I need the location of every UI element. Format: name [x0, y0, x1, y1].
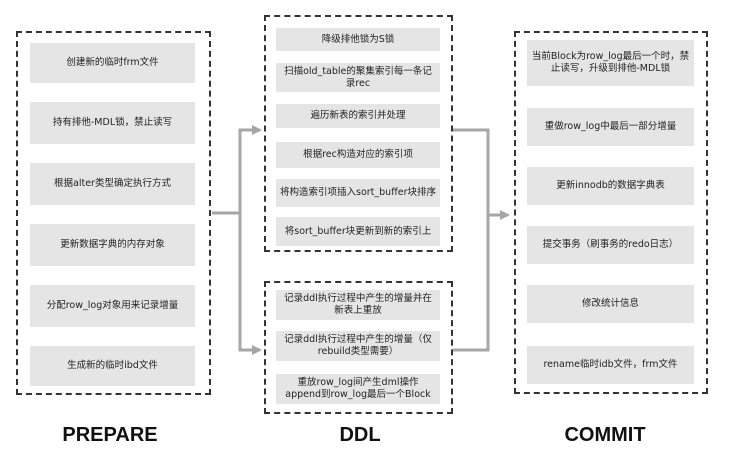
ddl-main-to-commit-connector — [453, 128, 510, 220]
prepare-step-1: 创建新的临时frm文件 — [30, 43, 195, 83]
commit-stage-label: COMMIT — [564, 424, 646, 446]
commit-panel — [514, 31, 708, 394]
ddl-step-6: 将sort_buffer块更新到新的索引上 — [276, 217, 440, 246]
prepare-to-ddl-log-connector — [238, 213, 262, 355]
ddl-step-4: 根据rec构造对应的索引项 — [276, 142, 440, 168]
ddl-log-step-1: 记录ddl执行过程中产生的增量并在新表上重放 — [276, 290, 440, 320]
prepare-step-3: 根据alter类型确定执行方式 — [30, 163, 195, 205]
commit-step-4: 提交事务（刷事务的redo日志） — [527, 226, 694, 264]
commit-step-5: 修改统计信息 — [527, 285, 694, 323]
ddl-step-2: 扫描old_table的聚集索引每一条记录rec — [276, 63, 440, 92]
prepare-panel — [16, 31, 211, 395]
ddl-stage-label: DDL — [339, 424, 381, 446]
commit-step-6: rename临时idb文件，frm文件 — [527, 346, 694, 384]
commit-step-1: 当前Block为row_log最后一个时，禁止读写，升级到排他-MDL锁 — [527, 40, 694, 86]
prepare-step-6: 生成新的临时ibd文件 — [30, 346, 195, 386]
prepare-step-5: 分配row_log对象用来记录增量 — [30, 285, 195, 327]
ddl-main-panel — [264, 15, 453, 252]
prepare-step-4: 更新数据字典的内存对象 — [30, 224, 195, 266]
ddl-log-to-commit-connector — [453, 215, 490, 352]
ddl-log-step-2: 记录ddl执行过程中产生的增量（仅rebuild类型需要） — [276, 331, 440, 361]
prepare-to-ddl-connector — [212, 125, 262, 215]
prepare-stage-label: PREPARE — [62, 424, 158, 446]
ddl-step-1: 降级排他锁为S锁 — [276, 28, 440, 51]
ddl-log-step-3: 重放row_log间产生dml操作append到row_log最后一个Block — [276, 374, 440, 404]
prepare-step-2: 持有排他-MDL锁，禁止读写 — [30, 102, 195, 144]
commit-step-3: 更新innodb的数据字典表 — [527, 167, 694, 205]
ddl-step-3: 遍历新表的索引并处理 — [276, 104, 440, 128]
ddl-step-5: 将构造索引项插入sort_buffer块排序 — [276, 179, 440, 207]
commit-step-2: 重做row_log中最后一部分增量 — [527, 108, 694, 146]
